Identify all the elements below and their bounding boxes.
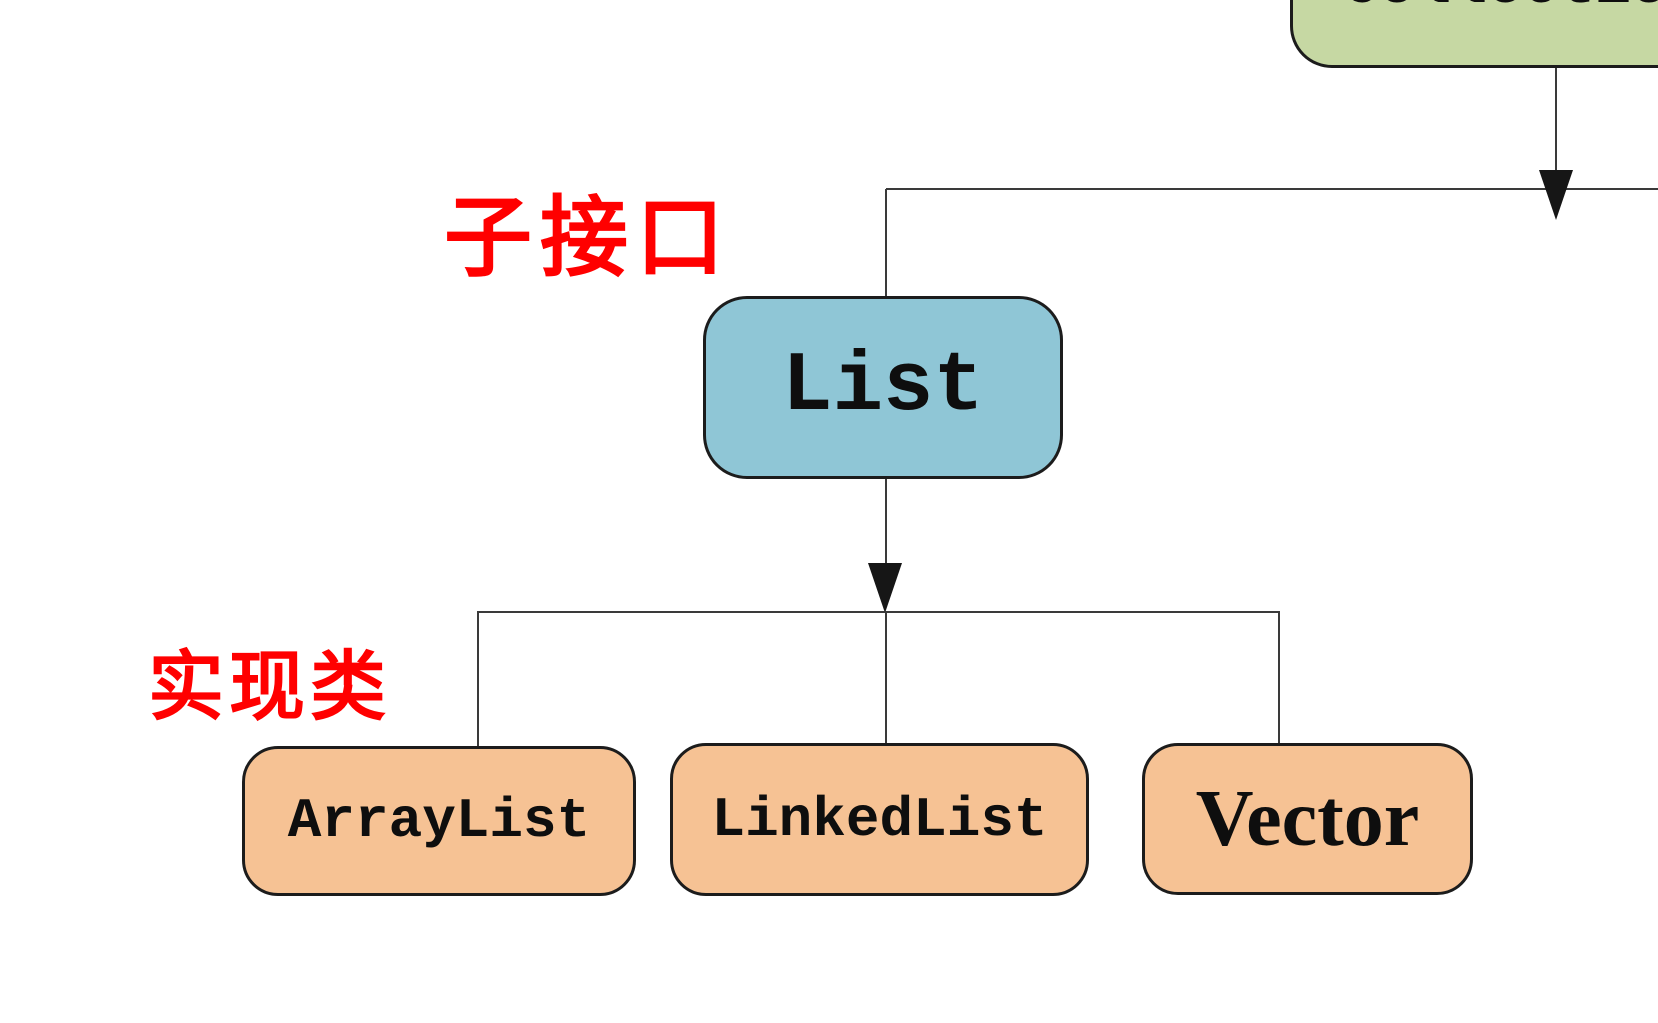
arraylist-node: ArrayList: [242, 746, 636, 896]
list-node: List: [703, 296, 1063, 479]
edge-branch-to-list-vertical: [885, 189, 887, 297]
sub-interface-annotation: 子接口: [444, 191, 733, 288]
arrowhead-list-to-branch-icon: [868, 563, 902, 613]
linkedlist-node: LinkedList: [670, 743, 1089, 896]
edge-collection-vertical: [1555, 60, 1557, 174]
edge-lower-branch-horizontal: [477, 611, 1280, 613]
list-label: List: [782, 340, 984, 435]
edge-drop-to-arraylist: [477, 611, 479, 747]
edge-list-bottom-vertical: [885, 472, 887, 566]
edge-top-branch-horizontal: [886, 188, 1658, 190]
edge-drop-to-linkedlist: [885, 611, 887, 744]
vector-node: Vector: [1142, 743, 1473, 895]
vector-label: Vector: [1195, 774, 1420, 863]
arrowhead-collection-to-branch-icon: [1539, 170, 1573, 220]
implementation-class-annotation: 实现类: [148, 646, 391, 730]
collection-label: Collection: [1343, 0, 1658, 21]
collection-node: Collection: [1290, 0, 1658, 68]
arraylist-label: ArrayList: [287, 789, 591, 853]
edge-drop-to-vector: [1278, 611, 1280, 744]
linkedlist-label: LinkedList: [711, 787, 1048, 852]
